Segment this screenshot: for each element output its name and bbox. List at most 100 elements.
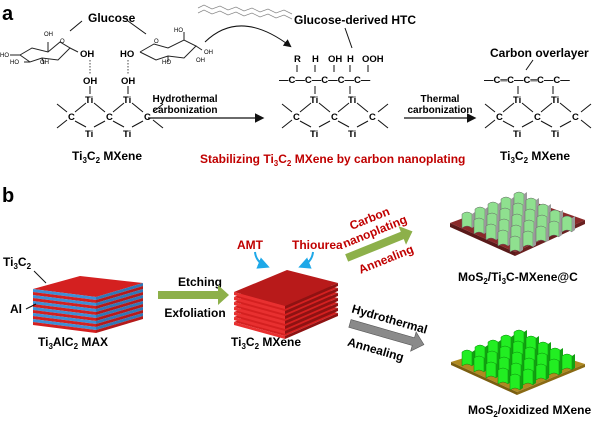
mos2-flake	[485, 223, 497, 241]
step2-line2: carbonization	[407, 105, 472, 116]
mos2-flake	[522, 230, 534, 248]
ti-atom: Ti	[513, 129, 521, 140]
al-layer	[96, 301, 143, 318]
ti3c2-layer	[33, 298, 96, 309]
overlayer-chain: —C═C—C═C—C—	[484, 75, 570, 86]
carbon-overlayer-label: Carbon overlayer	[490, 46, 589, 60]
mos2-flake-edge	[520, 374, 523, 390]
ti-c-bond	[337, 102, 350, 113]
mos2-flake	[497, 367, 509, 385]
mos2-flake	[485, 361, 497, 379]
mos2-flake-edge	[533, 369, 536, 385]
ti3c2-layer	[96, 298, 143, 315]
exfoliation-label: Exfoliation	[164, 306, 225, 320]
ti-atom: Ti	[85, 129, 93, 140]
ti3c2-layer	[96, 292, 143, 309]
c-atom: C	[496, 112, 503, 123]
curved-arrow	[204, 25, 292, 48]
c-atom: C	[68, 112, 75, 123]
upper-route-arrow	[345, 226, 413, 262]
ti-atom: Ti	[310, 129, 318, 140]
glucose-label: Glucose	[88, 11, 136, 25]
ti-c-bond	[299, 120, 312, 128]
etching-arrow	[158, 285, 229, 305]
mos2-flake-edge	[572, 354, 575, 370]
glucose-oh-anomeric: OH	[80, 49, 94, 60]
glucose-ho-top-r: HO	[174, 28, 183, 34]
htc-leader	[344, 27, 353, 49]
etching-label: Etching	[178, 275, 222, 289]
al-layer	[33, 295, 96, 306]
mos2-flake	[561, 353, 573, 371]
c-atom: C	[331, 112, 338, 123]
panel-a-label: a	[2, 3, 14, 25]
ti-c-bond	[131, 120, 144, 128]
glucose-leader-right	[127, 20, 147, 35]
glucose-ring-o: O	[60, 39, 65, 45]
amt-arrow	[254, 251, 270, 269]
mos2-oxidized-product	[451, 329, 585, 395]
al-layer	[33, 289, 96, 300]
mxene-stack-label: Ti3C2 MXene	[231, 335, 301, 351]
ti-c-bond	[337, 120, 350, 128]
mos2-flake	[535, 225, 547, 243]
mos2-flake-edge	[546, 364, 549, 380]
ti-c-bond	[356, 120, 369, 128]
ti-c-bond	[521, 120, 534, 128]
ti3c2-layer	[96, 304, 143, 321]
ti-c-bond	[540, 102, 553, 113]
mxene-sheet	[234, 270, 338, 306]
ti3c2-layer	[96, 316, 143, 333]
mxene-stack	[234, 270, 338, 339]
c-atom: C	[106, 112, 113, 123]
mos2-mxene-c-product	[450, 191, 585, 256]
c-atom: C	[144, 112, 151, 123]
mos2-flake	[548, 358, 560, 376]
mos2-flake	[522, 368, 534, 386]
mos2-flake-edge	[559, 221, 562, 237]
ti3c2-layer	[33, 316, 96, 327]
lower-route: Hydrothermal Annealing	[346, 302, 429, 365]
mos2-flake-edge	[533, 231, 536, 247]
htc-chain: —C—C—C—C—C—	[279, 75, 371, 86]
mos2-flake-edge	[572, 216, 575, 232]
c-atom: C	[369, 112, 376, 123]
mos2-flake-edge	[546, 226, 549, 242]
mxene-label-initial: Ti3C2 MXene	[72, 149, 142, 165]
mos2-flake	[535, 363, 547, 381]
step1-line1: Hydrothermal	[152, 94, 217, 105]
svg-text:OOH: OOH	[362, 54, 384, 65]
ti-atom: Ti	[85, 95, 93, 106]
al-layer	[96, 283, 143, 300]
mos2-flake	[509, 235, 521, 253]
htc-label: Glucose-derived HTC	[294, 13, 416, 27]
ti-atom: Ti	[123, 129, 131, 140]
step2-line1: Thermal	[421, 94, 460, 105]
htc-substituents: R H OH H OOH	[294, 54, 384, 65]
ti-c-bond	[112, 102, 125, 113]
mxene-oh-2: OH	[121, 76, 135, 87]
al-layer	[96, 289, 143, 306]
glucose-ho-anomeric: HO	[120, 49, 134, 60]
al-layer	[33, 313, 96, 324]
ti-c-bond	[502, 102, 515, 113]
thiourea-arrow	[298, 251, 314, 269]
ti-atom: Ti	[348, 129, 356, 140]
c-atom: C	[293, 112, 300, 123]
glucose-molecule-left	[10, 41, 79, 65]
upper-route: Carbon nanoplating Annealing	[341, 204, 416, 277]
mos2-flake-edge	[520, 236, 523, 252]
glucose-ho-bottom-r: HO	[162, 60, 171, 66]
ti-atom: Ti	[551, 95, 559, 106]
svg-text:H: H	[312, 54, 319, 65]
mos2-flake-edge	[559, 359, 562, 375]
al-layer-label: Al	[10, 302, 22, 316]
ti3c2-layer	[33, 304, 96, 315]
ti3c2-layer	[33, 310, 96, 321]
glucose-ho-left: HO	[0, 53, 9, 59]
al-layer	[33, 319, 96, 330]
al-layer	[33, 307, 96, 318]
al-layer	[96, 295, 143, 312]
product-lower-label: MoS2/oxidized MXene	[468, 403, 591, 419]
